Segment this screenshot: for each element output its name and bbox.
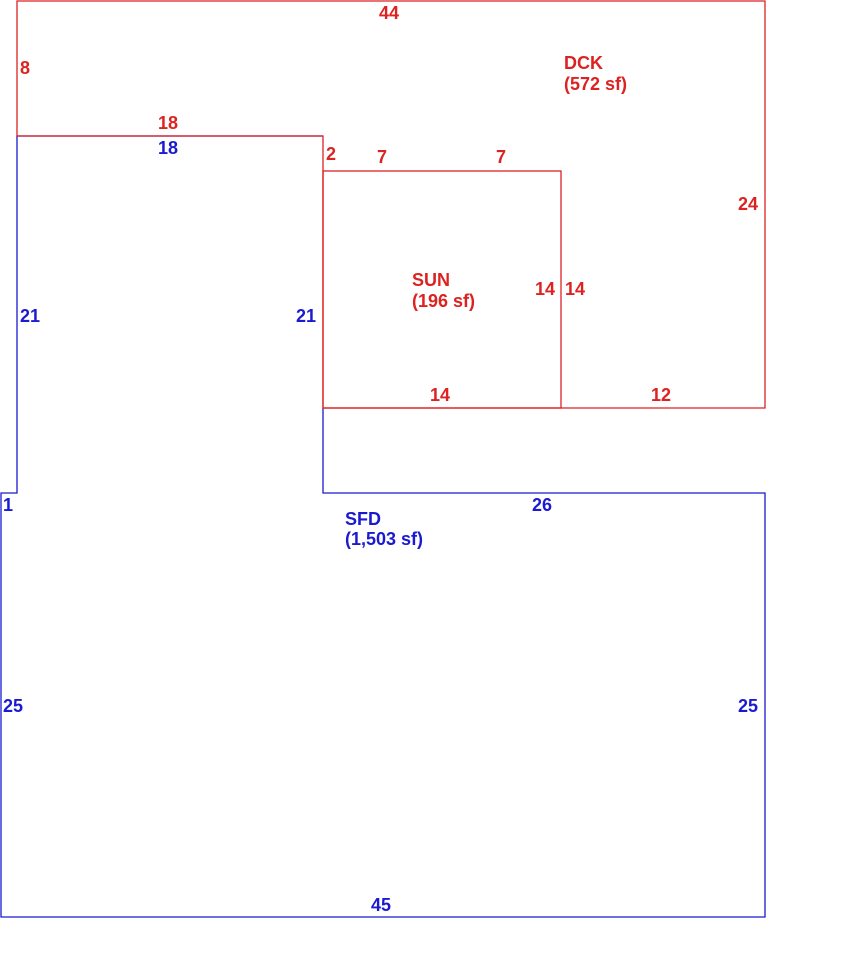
dim-deck-right: 24 — [738, 194, 758, 214]
dim-deck-top: 44 — [379, 3, 399, 23]
dim-house-left: 25 — [3, 696, 23, 716]
dim-deck-step: 2 — [326, 144, 336, 164]
dim-sun-top-left: 7 — [377, 147, 387, 167]
sun-area-name: SUN — [412, 270, 450, 290]
dim-house-upper-right: 21 — [296, 306, 316, 326]
dim-house-mid-top: 26 — [532, 495, 552, 515]
dim-deck-left: 8 — [20, 58, 30, 78]
dim-house-step: 1 — [3, 495, 13, 515]
sun-area-size: (196 sf) — [412, 291, 475, 311]
deck-area-name: DCK — [564, 53, 603, 73]
dim-deck-mid-top: 18 — [158, 113, 178, 133]
dim-house-upper-top: 18 — [158, 138, 178, 158]
house-area-size: (1,503 sf) — [345, 529, 423, 549]
deck-area-size: (572 sf) — [564, 74, 627, 94]
dim-sun-top-right: 7 — [496, 147, 506, 167]
dim-deck-bottom: 12 — [651, 385, 671, 405]
dim-house-bottom: 45 — [371, 895, 391, 915]
dim-house-right: 25 — [738, 696, 758, 716]
dim-deck-right-lower: 14 — [565, 279, 585, 299]
dim-house-upper-left: 21 — [20, 306, 40, 326]
house-outline — [0, 135, 766, 918]
dim-sun-bottom: 14 — [430, 385, 450, 405]
deck-outline — [16, 0, 766, 409]
dim-sun-right: 14 — [535, 279, 555, 299]
house-area-name: SFD — [345, 509, 381, 529]
sunroom-outline — [322, 170, 562, 409]
